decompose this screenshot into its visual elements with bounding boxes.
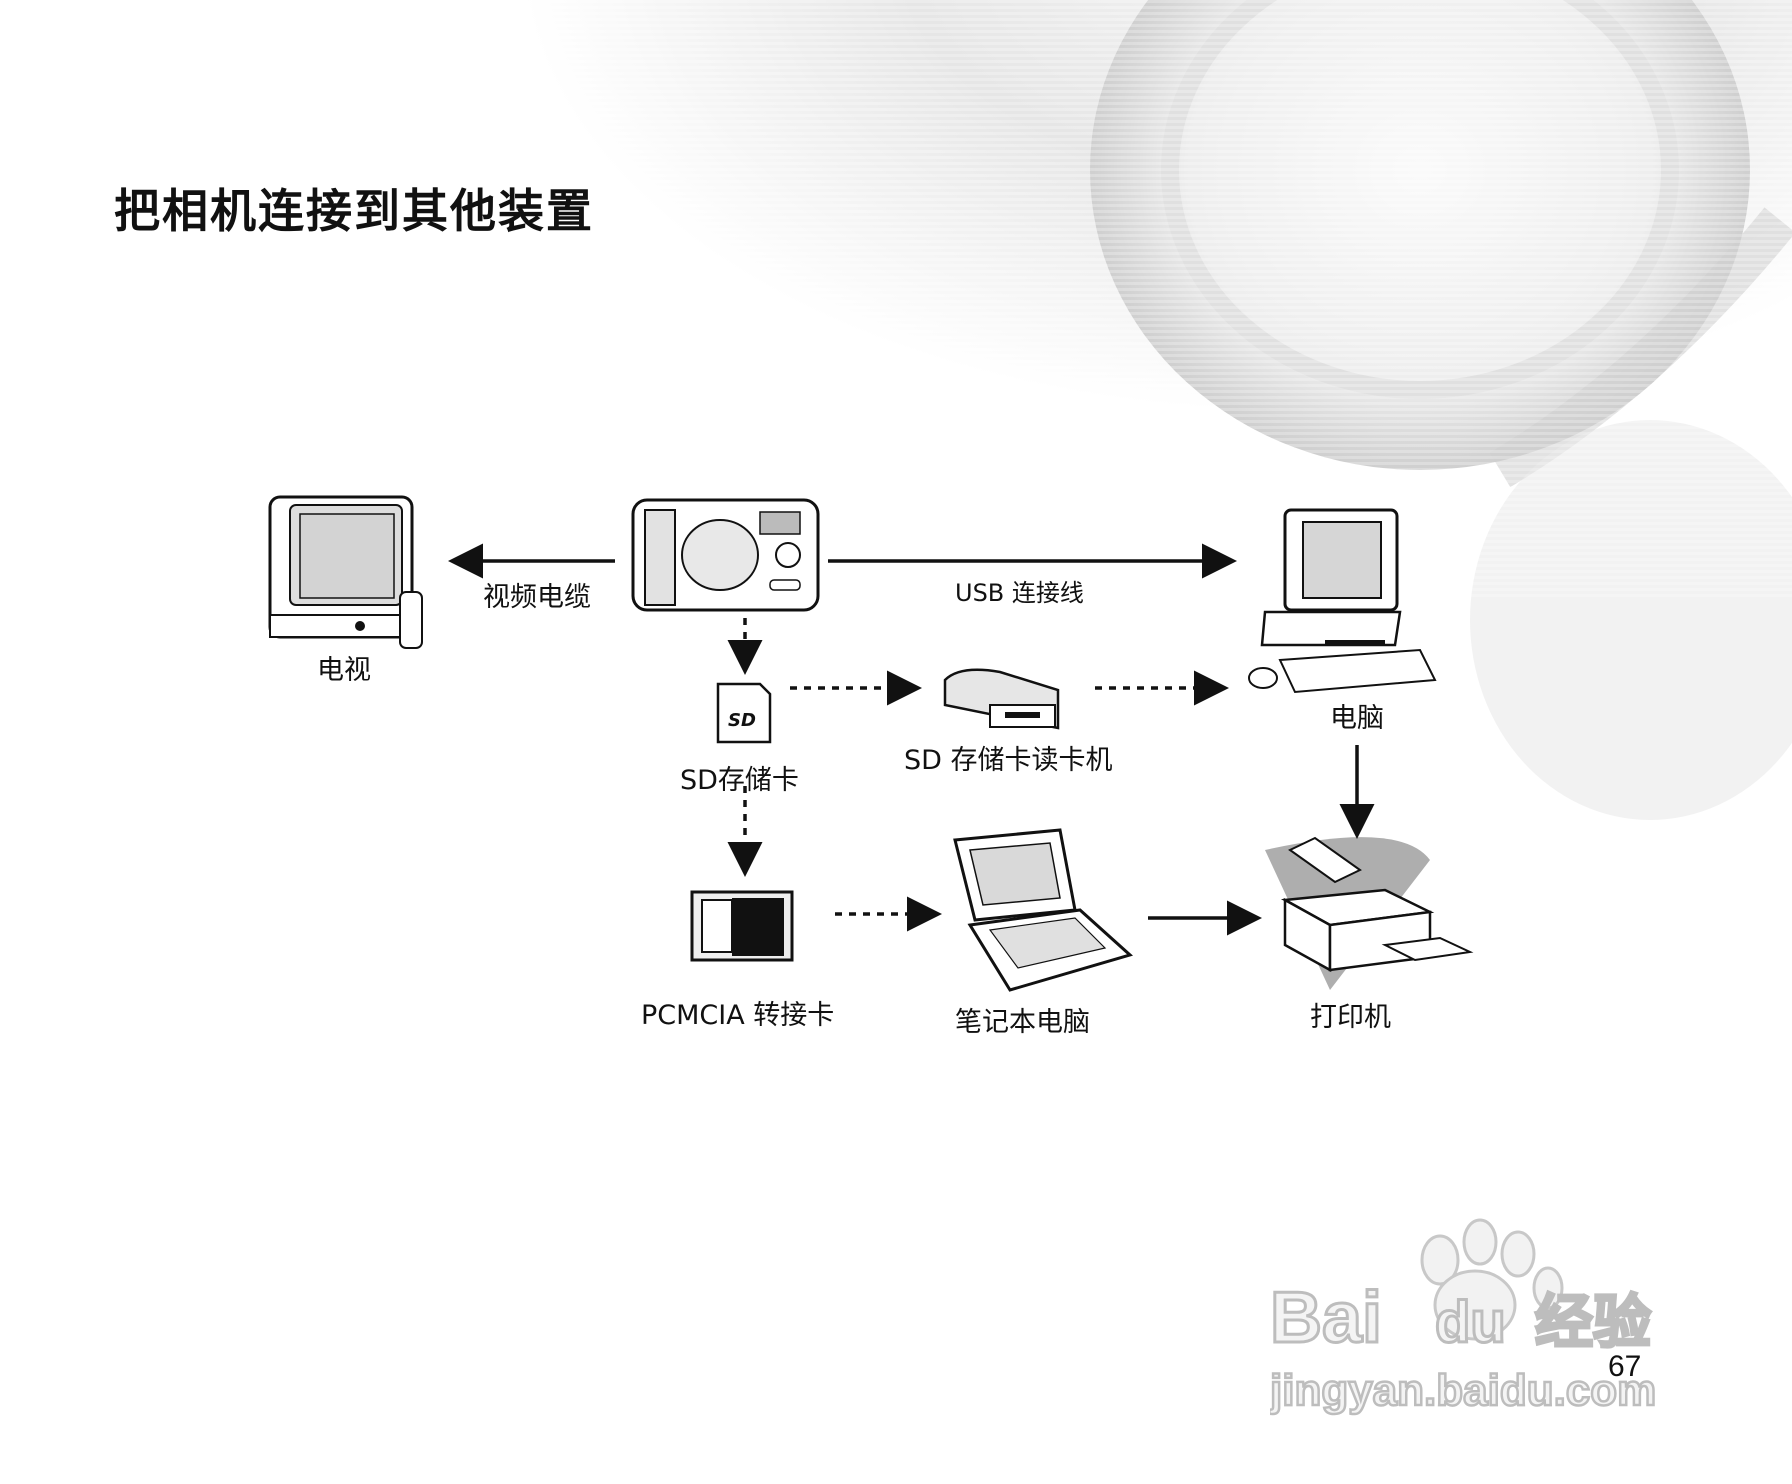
svg-text:SD: SD	[728, 710, 756, 731]
laptop-icon	[953, 828, 1134, 992]
tv-icon	[268, 495, 423, 649]
label-sd-card: SD存储卡	[680, 765, 799, 796]
svg-text:du: du	[1435, 1290, 1506, 1355]
label-laptop: 笔记本电脑	[955, 1007, 1090, 1038]
label-computer: 电脑	[1330, 703, 1384, 734]
label-pcmcia: PCMCIA 转接卡	[641, 1000, 835, 1031]
sd-reader-icon	[943, 668, 1060, 730]
camera-icon	[631, 498, 820, 612]
label-usb-cable: USB 连接线	[955, 579, 1084, 607]
page-number: 67	[1608, 1350, 1642, 1383]
page-title: 把相机连接到其他装置	[114, 184, 594, 238]
sd-card-icon: SD	[716, 682, 772, 744]
computer-icon	[1248, 508, 1437, 694]
svg-text:jingyan.baidu.com: jingyan.baidu.com	[1270, 1366, 1656, 1415]
label-video-cable: 视频电缆	[483, 582, 591, 613]
baidu-watermark-logo: Bai du 经验 jingyan.baidu.com	[1270, 1218, 1658, 1416]
svg-text:Bai: Bai	[1270, 1278, 1382, 1358]
label-printer: 打印机	[1310, 1002, 1391, 1033]
printer-icon	[1265, 836, 1474, 990]
pcmcia-icon	[690, 890, 794, 962]
label-sd-reader: SD 存储卡读卡机	[904, 745, 1113, 776]
svg-text:经验: 经验	[1535, 1288, 1651, 1356]
label-tv: 电视	[317, 655, 371, 686]
